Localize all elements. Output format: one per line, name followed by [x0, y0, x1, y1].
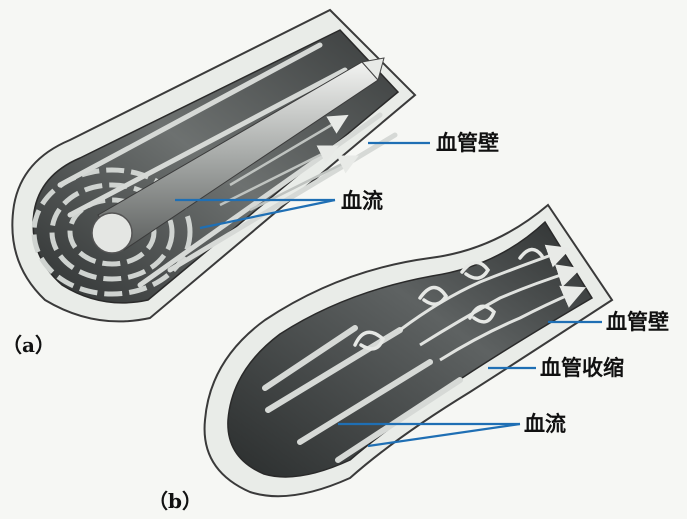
panel-b-wall-label: 血管壁: [606, 310, 669, 334]
panel-b-vessel: [205, 205, 612, 496]
panel-b-constriction-label: 血管收缩: [540, 356, 624, 380]
panel-b-label: （b）: [148, 489, 202, 513]
panel-b-flow-label: 血流: [524, 412, 566, 436]
panel-a-wall-label: 血管壁: [436, 131, 499, 155]
panel-a-flow-label: 血流: [341, 189, 383, 213]
panel-a-label: （a）: [2, 333, 55, 357]
